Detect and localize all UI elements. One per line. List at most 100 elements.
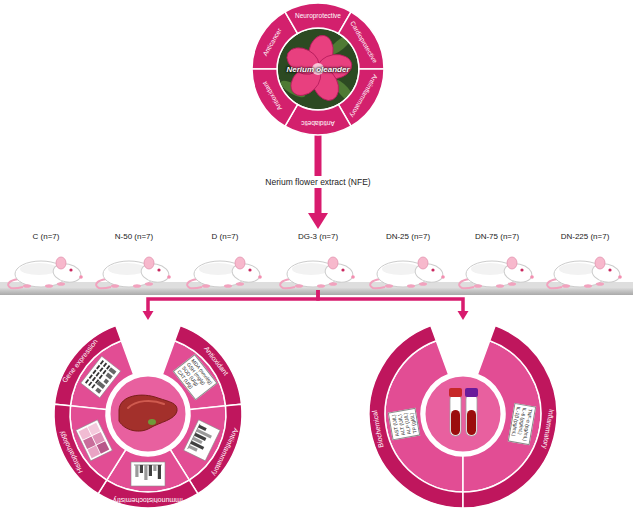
rat-foot	[45, 284, 53, 288]
segment-band	[339, 12, 385, 69]
rat-illustration	[454, 242, 540, 290]
ring-segment: Antioxidant	[251, 68, 299, 128]
rat-foot	[584, 284, 592, 288]
rat-foot	[562, 284, 570, 288]
ring-segment: BiochemicalAST (U/L)ALT (U/L)ALP (U/L)TP…	[368, 324, 465, 509]
ring-segment: AntioxidantMDA (nmol/g)GSH (mg/g)SOD (U/…	[161, 324, 243, 411]
segment-shape	[53, 324, 135, 411]
rat-ear	[328, 257, 338, 269]
gel-band	[96, 372, 100, 377]
centre-disc	[424, 375, 502, 453]
chart-bar	[95, 387, 101, 393]
rat-eye	[248, 268, 251, 271]
rat-foot	[419, 282, 427, 286]
chart-bar	[158, 465, 161, 479]
rat-foot	[407, 284, 415, 288]
blood-tube	[450, 394, 461, 436]
rat-foot	[202, 284, 210, 288]
rat-nose	[258, 275, 262, 279]
chart-bar	[135, 465, 138, 477]
rat-ear	[235, 257, 245, 269]
gel-band	[92, 370, 96, 375]
rat-foot	[295, 284, 303, 288]
rat-foot	[496, 284, 504, 288]
ring-segment: Cardioprotective	[337, 10, 385, 70]
liver	[119, 395, 177, 431]
rat-group: DN-225 (n=7)	[542, 229, 628, 290]
group-label: DN-25 (n=7)	[365, 229, 451, 242]
rat-group: DN-25 (n=7)	[365, 229, 451, 290]
thumbnail-frame	[184, 420, 220, 461]
arrow-connector	[143, 290, 319, 320]
blood	[467, 410, 476, 435]
petal	[282, 42, 323, 79]
connector-line	[318, 290, 463, 314]
ring-segment: InflammatoryTNF-α (pg/mL)IL-6 (pg/mL)IL-…	[462, 324, 558, 509]
chart-bar	[188, 445, 197, 452]
ring-segment: Histopathology	[53, 403, 127, 495]
rat-group: D (n=7)	[182, 229, 268, 290]
segment-label: Immunohistochemistry	[113, 496, 183, 504]
chart-bar	[140, 465, 143, 473]
rat-illustration	[365, 242, 451, 290]
rat-foot	[474, 284, 482, 288]
thumbnail-frame	[131, 462, 165, 486]
chart-bar	[106, 373, 113, 380]
segment-label: Neuroprotective	[295, 12, 341, 19]
gallbladder	[148, 419, 156, 425]
group-label: DN-225 (n=7)	[542, 229, 628, 242]
segment-band	[252, 69, 298, 126]
rat-foot	[23, 284, 31, 288]
rat-eye	[157, 268, 160, 271]
gel-band	[89, 374, 93, 379]
rat-eye	[69, 268, 72, 271]
rat-ear	[144, 257, 154, 269]
rat-foot	[596, 282, 604, 286]
tube-cap	[449, 388, 462, 397]
arrowhead	[308, 213, 328, 229]
rat-ear	[595, 257, 605, 269]
gel-band	[88, 381, 92, 386]
gel-band	[92, 377, 96, 382]
chart-bar	[103, 379, 109, 385]
plant-name: Nerium oleander	[286, 65, 349, 74]
rat-shading	[382, 263, 420, 275]
gel-band	[100, 360, 104, 365]
chart-bar	[153, 465, 156, 471]
group-label: N-50 (n=7)	[91, 229, 177, 242]
gel-band	[102, 370, 106, 375]
rat-illustration	[275, 242, 361, 290]
rat-ear	[56, 257, 66, 269]
segment-band	[369, 326, 463, 508]
rat-shading	[292, 263, 330, 275]
gel-band	[99, 367, 103, 372]
segment-band	[175, 326, 242, 406]
rat-nose	[351, 275, 355, 279]
group-label: DG-3 (n=7)	[275, 229, 361, 242]
rat-group: C (n=7)	[3, 229, 89, 290]
rat-nose	[530, 275, 534, 279]
segment-band	[55, 326, 122, 406]
rat-illustration	[542, 242, 628, 290]
rat-shading	[20, 263, 58, 275]
rat-foot	[133, 284, 141, 288]
rat-ear	[418, 257, 428, 269]
rat-foot	[317, 284, 325, 288]
rat-foot	[508, 282, 516, 286]
tube-cap	[465, 388, 478, 397]
rat-foot	[236, 282, 244, 286]
gel-band	[96, 365, 100, 370]
group-label: D (n=7)	[182, 229, 268, 242]
arrowhead	[458, 311, 469, 320]
blood-tube	[466, 394, 477, 436]
chart-bar	[144, 465, 147, 480]
connector-line	[148, 290, 318, 314]
thumbnail-frame	[81, 356, 121, 398]
organ-circle: Gene expressionAntioxidantMDA (nmol/g)GS…	[54, 320, 242, 508]
chart-bar	[149, 465, 152, 476]
blood	[451, 410, 460, 435]
rat-illustration	[3, 242, 89, 290]
segment-label: Antidiabetic	[301, 119, 335, 126]
rat-group: DG-3 (n=7)	[275, 229, 361, 290]
